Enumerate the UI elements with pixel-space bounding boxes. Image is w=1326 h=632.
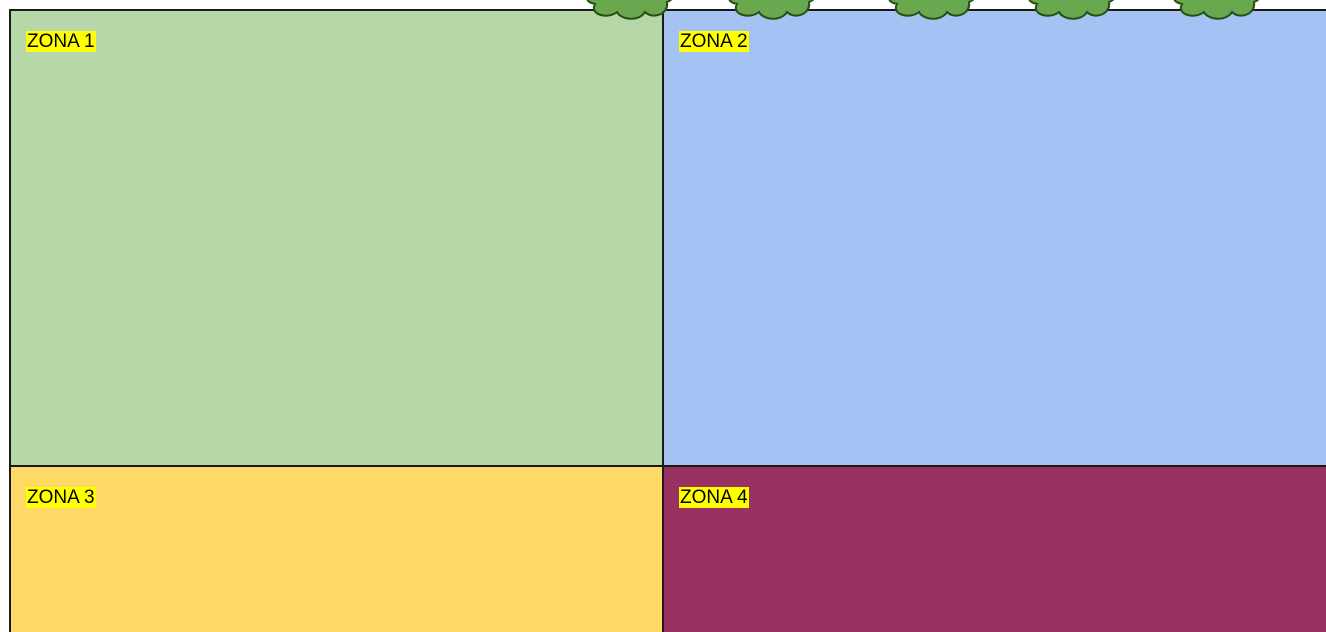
zone-2-label: ZONA 2 xyxy=(679,31,749,52)
zone-4-label: ZONA 4 xyxy=(679,487,749,508)
zone-4-area[interactable]: ZONA 4 xyxy=(662,465,1326,632)
zone-3-label: ZONA 3 xyxy=(26,487,96,508)
zone-1-area[interactable]: ZONA 1 xyxy=(9,9,664,467)
zone-2-area[interactable]: ZONA 2 xyxy=(662,9,1326,467)
tree-icon xyxy=(583,0,679,20)
zone-3-area[interactable]: ZONA 3 xyxy=(9,465,664,632)
tree-icon xyxy=(885,0,981,20)
tree-icon xyxy=(1170,0,1266,20)
tree-icon xyxy=(725,0,821,20)
zone-1-label: ZONA 1 xyxy=(26,31,96,52)
tree-icon xyxy=(1025,0,1121,20)
